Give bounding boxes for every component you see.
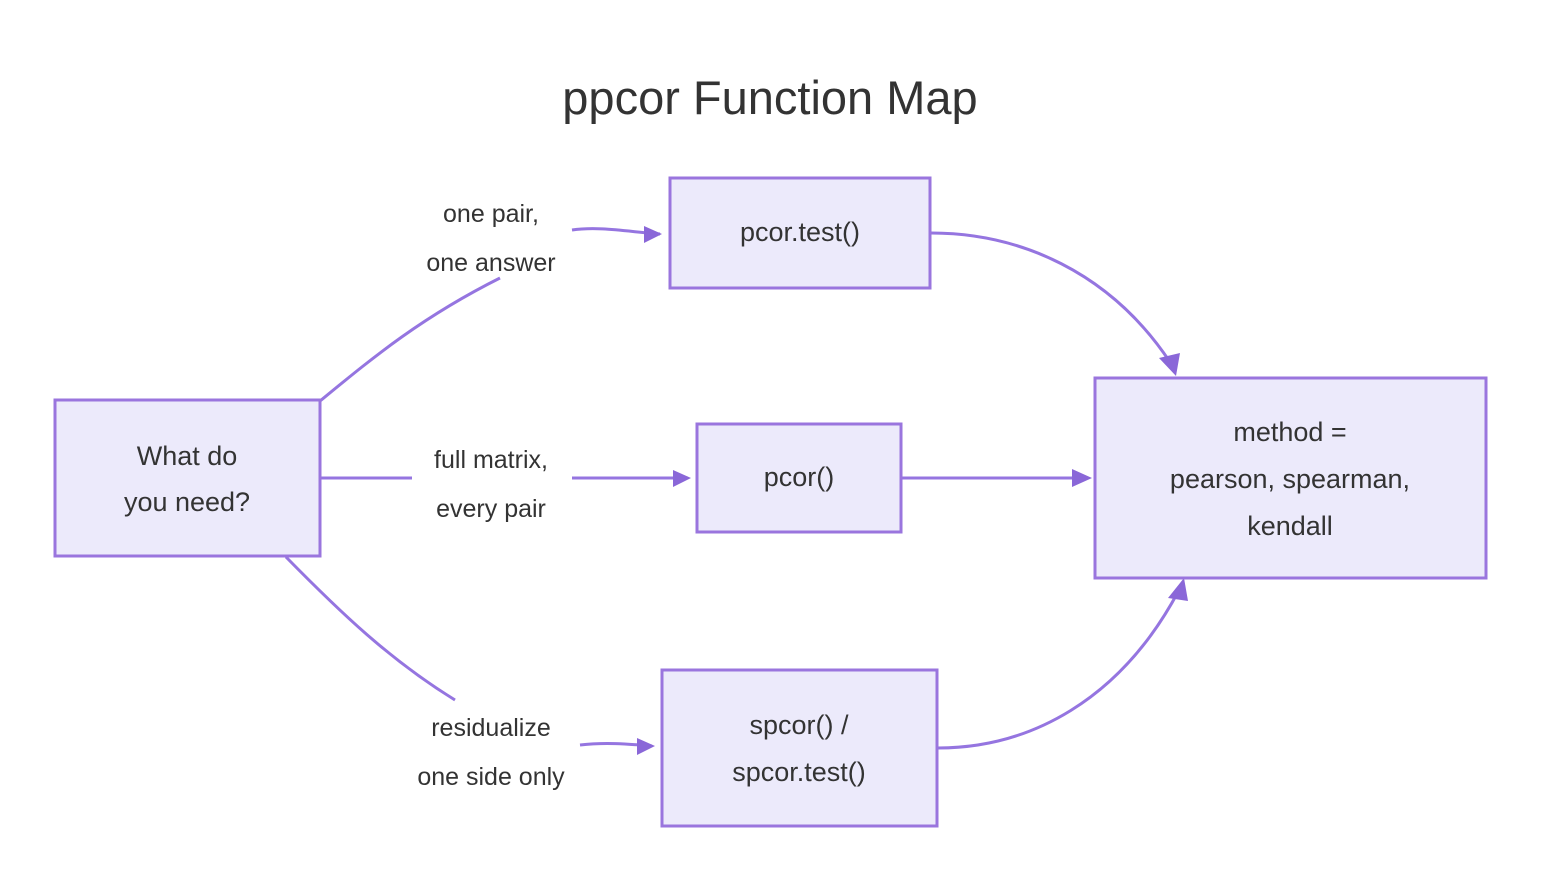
edge-pcor-test-to-method [930, 231, 1180, 376]
node-method-label-line: method = [1233, 417, 1346, 447]
edge-label-full-matrix-every-pair: full matrix, every pair [434, 446, 548, 523]
edge-label-line: full matrix, [434, 446, 548, 474]
edge-root-to-pcor [321, 470, 691, 487]
edge-label-line: one side only [417, 763, 565, 791]
node-what-do-you-need-box[interactable] [53, 398, 322, 558]
edge-pcor-to-method-arrowhead [1072, 469, 1092, 487]
node-pcor-box[interactable] [695, 422, 903, 534]
node-pcor[interactable]: pcor() [695, 422, 903, 534]
edge-spcor-to-method-curve [937, 591, 1180, 750]
page-title: ppcor Function Map [562, 71, 977, 124]
node-what-do-you-need[interactable]: What do you need? [53, 398, 322, 558]
node-pcor-test[interactable]: pcor.test() [668, 176, 932, 290]
edge-root-to-pcor-test-arrowhead [644, 226, 662, 243]
node-spcor-label-line: spcor() / [749, 710, 849, 740]
edge-spcor-to-method [937, 578, 1188, 750]
edge-label-line: every pair [436, 495, 546, 523]
edge-pcor-test-to-method-arrowhead [1159, 353, 1180, 376]
edge-root-to-spcor [284, 555, 655, 755]
edge-label-line: residualize [431, 714, 551, 742]
node-spcor-label-line: spcor.test() [732, 757, 866, 787]
edge-label-line: one pair, [443, 200, 539, 228]
node-spcor-box[interactable] [660, 668, 939, 828]
node-what-do-you-need-label-line: you need? [124, 487, 250, 517]
edge-spcor-to-method-arrowhead [1168, 578, 1188, 601]
node-method[interactable]: method = pearson, spearman, kendall [1093, 376, 1488, 580]
edge-label-one-pair-one-answer: one pair, one answer [426, 200, 555, 277]
edge-label-residualize-one-side-only: residualize one side only [417, 714, 565, 791]
edge-pcor-test-to-method-curve [930, 231, 1172, 363]
node-pcor-label-line: pcor() [764, 462, 835, 492]
edge-root-to-pcor-arrowhead [673, 470, 691, 487]
node-spcor[interactable]: spcor() / spcor.test() [660, 668, 939, 828]
edge-root-to-pcor-test [319, 226, 662, 403]
edge-pcor-to-method [902, 469, 1092, 487]
node-method-label-line: pearson, spearman, [1170, 464, 1410, 494]
edge-root-to-spcor-segment-a [284, 555, 456, 702]
node-what-do-you-need-label-line: What do [137, 441, 238, 471]
node-method-label-line: kendall [1247, 511, 1333, 541]
node-pcor-test-box[interactable] [668, 176, 932, 290]
edge-root-to-spcor-arrowhead [637, 738, 655, 755]
node-method-box[interactable] [1093, 376, 1488, 580]
edge-root-to-pcor-test-segment-a [319, 276, 501, 403]
edge-label-line: one answer [426, 249, 555, 277]
node-pcor-test-label-line: pcor.test() [740, 217, 860, 247]
